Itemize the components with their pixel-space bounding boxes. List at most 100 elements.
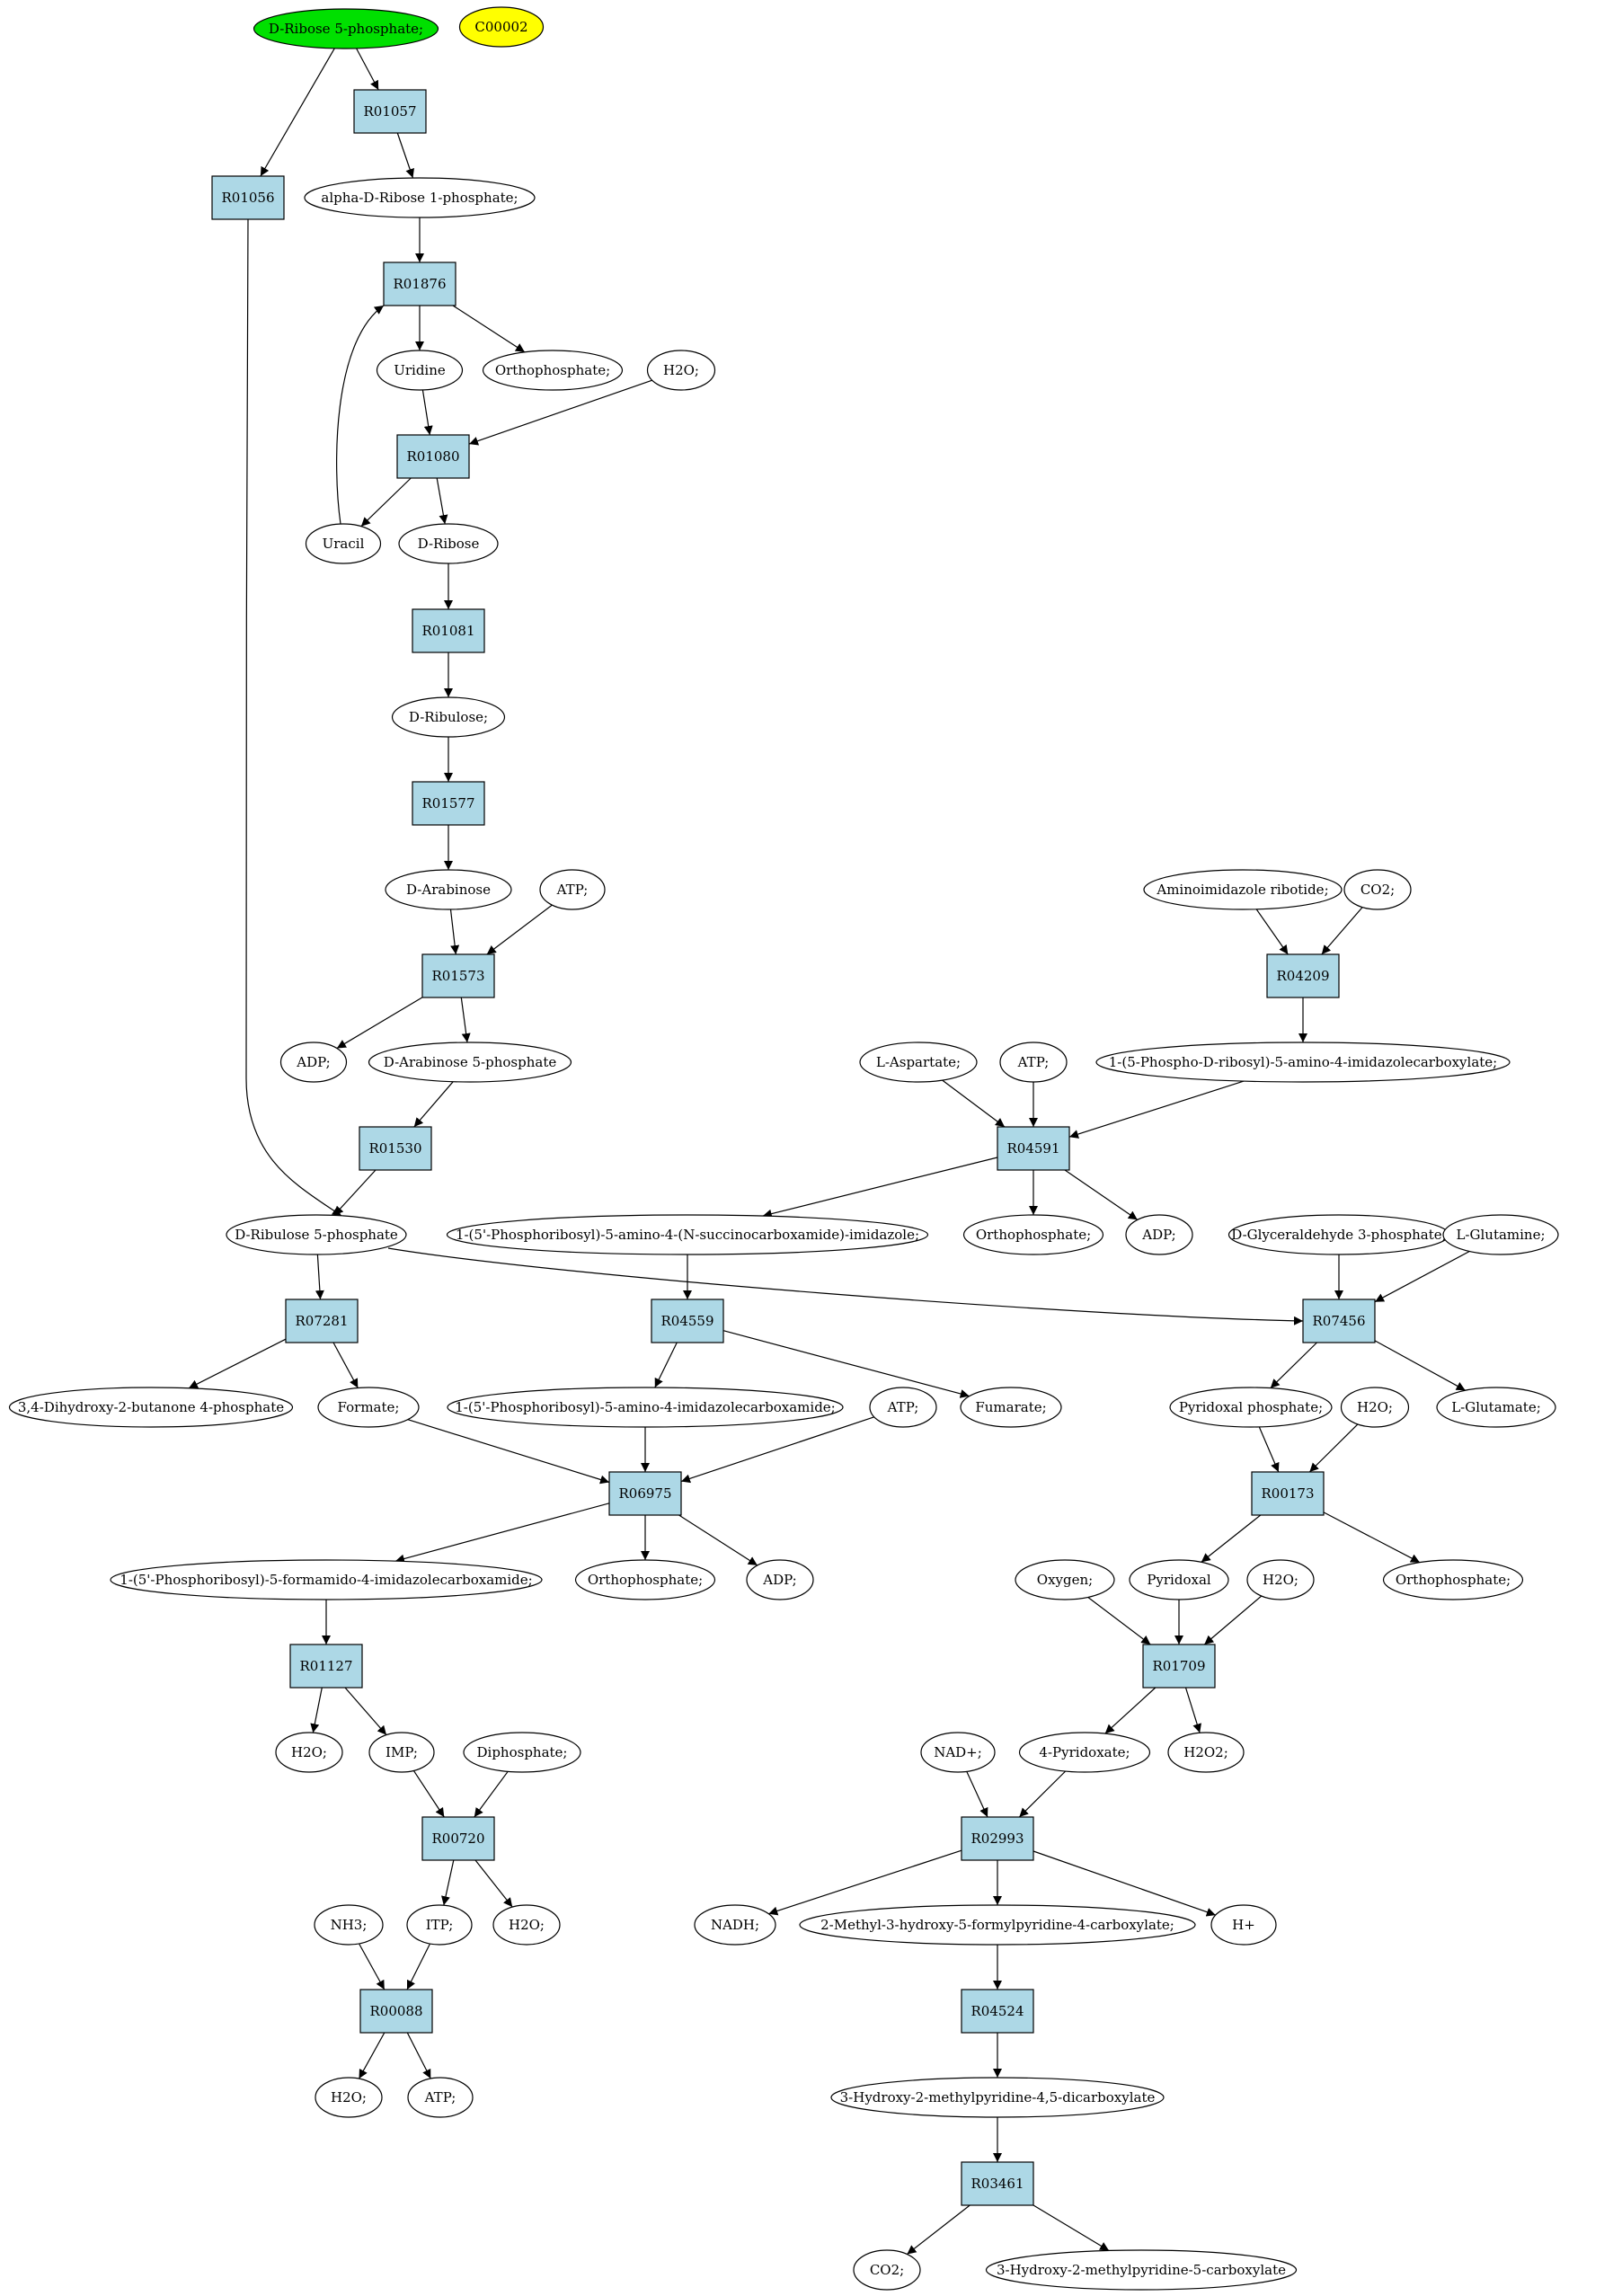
- edge-laspartate-to-r04591: [942, 1079, 1006, 1128]
- compound-node-orthophosphate2: Orthophosphate;: [962, 1214, 1104, 1255]
- compound-ellipse-nadh: [694, 1904, 776, 1946]
- reaction-node-r07281: R07281: [285, 1299, 359, 1343]
- node-label-phosphoribosylcarboxylate: 1-(5-Phospho-D-ribosyl)-5-amino-4-imidaz…: [1109, 1054, 1497, 1070]
- reaction-box-r01081: [412, 608, 485, 653]
- compound-ellipse-h2o2n: [1340, 1387, 1410, 1428]
- edge-r04559-to-fumarate: [722, 1330, 970, 1398]
- node-label-oxygen: Oxygen;: [1037, 1572, 1093, 1588]
- compound-ellipse-h2o4: [275, 1732, 343, 1773]
- node-label-atp4: ATP;: [424, 2089, 456, 2105]
- edge-r01080-to-uracil: [360, 477, 412, 527]
- compound-node-darabinose5p: D-Arabinose 5-phosphate: [368, 1042, 572, 1083]
- compound-node-lglutamine: L-Glutamine;: [1442, 1214, 1559, 1255]
- compound-ellipse-aicar: [447, 1387, 844, 1428]
- compound-ellipse-h2o6: [315, 2077, 383, 2118]
- compound-node-nad: NAD+;: [920, 1732, 996, 1773]
- reaction-node-r00173: R00173: [1251, 1471, 1325, 1516]
- edge-itp-to-r00088: [406, 1943, 431, 1990]
- node-label-r00088: R00088: [369, 2003, 422, 2019]
- node-label-uridine: Uridine: [394, 362, 446, 378]
- compound-node-dribose: D-Ribose: [398, 523, 499, 564]
- reaction-box-r06975: [608, 1471, 682, 1516]
- node-label-lglutamine: L-Glutamine;: [1456, 1227, 1545, 1243]
- node-label-atp1: ATP;: [556, 882, 589, 898]
- compound-node-fumarate: Fumarate;: [960, 1387, 1062, 1428]
- edge-r00720-to-h2o5: [474, 1859, 513, 1908]
- reaction-box-r04559: [651, 1299, 724, 1343]
- node-label-methylhydroxy: 2-Methyl-3-hydroxy-5-formylpyridine-4-ca…: [820, 1917, 1174, 1933]
- compound-ellipse-hplus: [1210, 1904, 1277, 1946]
- reaction-box-r07281: [285, 1299, 359, 1343]
- reaction-box-r01080: [396, 434, 470, 479]
- edge-r07456-to-lglutamate: [1374, 1340, 1466, 1391]
- compound-node-pyridoxate: 4-Pyridoxate;: [1018, 1732, 1151, 1773]
- reaction-box-r04524: [961, 1989, 1034, 2034]
- compound-node-dribose5p: D-Ribose 5-phosphate;: [253, 8, 439, 49]
- compound-node-pyridoxal: Pyridoxal: [1129, 1559, 1229, 1600]
- edge-r01127-to-imp: [344, 1687, 387, 1735]
- node-label-pyridoxate: 4-Pyridoxate;: [1039, 1744, 1130, 1760]
- node-label-r01057: R01057: [363, 103, 416, 120]
- edge-nad-to-r02993: [966, 1771, 988, 1818]
- edge-r01530-to-dribulose5p: [333, 1169, 377, 1216]
- reaction-node-r04524: R04524: [961, 1989, 1034, 2034]
- node-label-nh3: NH3;: [331, 1917, 368, 1933]
- node-label-r04591: R04591: [1006, 1140, 1059, 1157]
- reaction-node-r04209: R04209: [1266, 953, 1340, 998]
- compound-ellipse-h2o1: [646, 350, 716, 391]
- compound-node-faicar: 1-(5'-Phosphoribosyl)-5-formamido-4-imid…: [110, 1559, 543, 1600]
- edge-pyridoxate-to-r02993: [1018, 1770, 1067, 1818]
- edge-lglutamine-to-r07456: [1374, 1250, 1470, 1303]
- compound-ellipse-succinocarboxamide: [446, 1214, 929, 1255]
- compound-node-lglutamate: L-Glutamate;: [1436, 1387, 1556, 1428]
- compound-ellipse-formate: [317, 1387, 420, 1428]
- compound-ellipse-faicar: [110, 1559, 543, 1600]
- reaction-node-r01530: R01530: [359, 1126, 432, 1171]
- node-label-alpharibose1p: alpha-D-Ribose 1-phosphate;: [321, 190, 518, 206]
- compound-node-c00002: C00002: [458, 6, 545, 48]
- edge-r04591-to-adp2: [1064, 1169, 1139, 1220]
- compound-ellipse-uracil: [305, 523, 382, 564]
- compound-node-orthophosphate1: Orthophosphate;: [482, 350, 624, 391]
- compound-ellipse-phosphoribosylcarboxylate: [1095, 1042, 1511, 1083]
- node-label-c00002: C00002: [474, 19, 527, 35]
- node-label-darabinose: D-Arabinose: [406, 882, 491, 898]
- edge-r04559-to-aicar: [654, 1342, 678, 1388]
- edge-r04591-to-succinocarboxamide: [762, 1157, 998, 1219]
- reaction-box-r01876: [383, 262, 456, 306]
- node-label-darabinose5p: D-Arabinose 5-phosphate: [384, 1054, 557, 1070]
- edge-uridine-to-r01080: [421, 389, 433, 436]
- node-label-nad: NAD+;: [934, 1744, 982, 1760]
- compound-ellipse-nh3: [314, 1904, 384, 1946]
- edge-r01573-to-darabinose5p: [460, 997, 471, 1043]
- node-label-h2o2n: H2O;: [1357, 1399, 1393, 1415]
- compound-node-adp1: ADP;: [279, 1042, 348, 1083]
- reaction-box-r04591: [997, 1126, 1070, 1171]
- reaction-box-r07456: [1302, 1299, 1376, 1343]
- edge-r06975-to-faicar: [394, 1503, 610, 1564]
- reaction-node-r04591: R04591: [997, 1126, 1070, 1171]
- compound-ellipse-aminoimidazole: [1143, 869, 1343, 910]
- node-label-atp3: ATP;: [887, 1399, 919, 1415]
- reaction-node-r01573: R01573: [421, 953, 495, 998]
- compound-ellipse-orthophosphate4: [1382, 1559, 1524, 1600]
- edge-r01573-to-adp1: [336, 997, 423, 1050]
- compound-node-uracil: Uracil: [305, 523, 382, 564]
- compound-node-orthophosphate3: Orthophosphate;: [574, 1559, 716, 1600]
- compound-ellipse-itp: [406, 1904, 473, 1946]
- compound-node-dglyceraldehyde3p: D-Glyceraldehyde 3-phosphate;: [1227, 1214, 1450, 1255]
- compound-ellipse-adp2: [1125, 1214, 1193, 1255]
- reaction-box-r01577: [412, 781, 485, 826]
- node-label-itp: ITP;: [426, 1917, 454, 1933]
- compound-node-pyridoxalphosphate: Pyridoxal phosphate;: [1169, 1387, 1333, 1428]
- compound-node-h2o4: H2O;: [275, 1732, 343, 1773]
- node-label-adp3: ADP;: [762, 1572, 796, 1588]
- compound-node-methylhydroxy: 2-Methyl-3-hydroxy-5-formylpyridine-4-ca…: [799, 1904, 1196, 1946]
- edge-r02993-to-nadh: [768, 1849, 962, 1916]
- compound-node-atp1: ATP;: [539, 869, 606, 910]
- compound-ellipse-atp1: [539, 869, 606, 910]
- compound-ellipse-dribulose: [391, 696, 506, 738]
- edge-co2a-to-r04209: [1321, 907, 1363, 955]
- reaction-node-r01577: R01577: [412, 781, 485, 826]
- node-label-uracil: Uracil: [323, 536, 365, 552]
